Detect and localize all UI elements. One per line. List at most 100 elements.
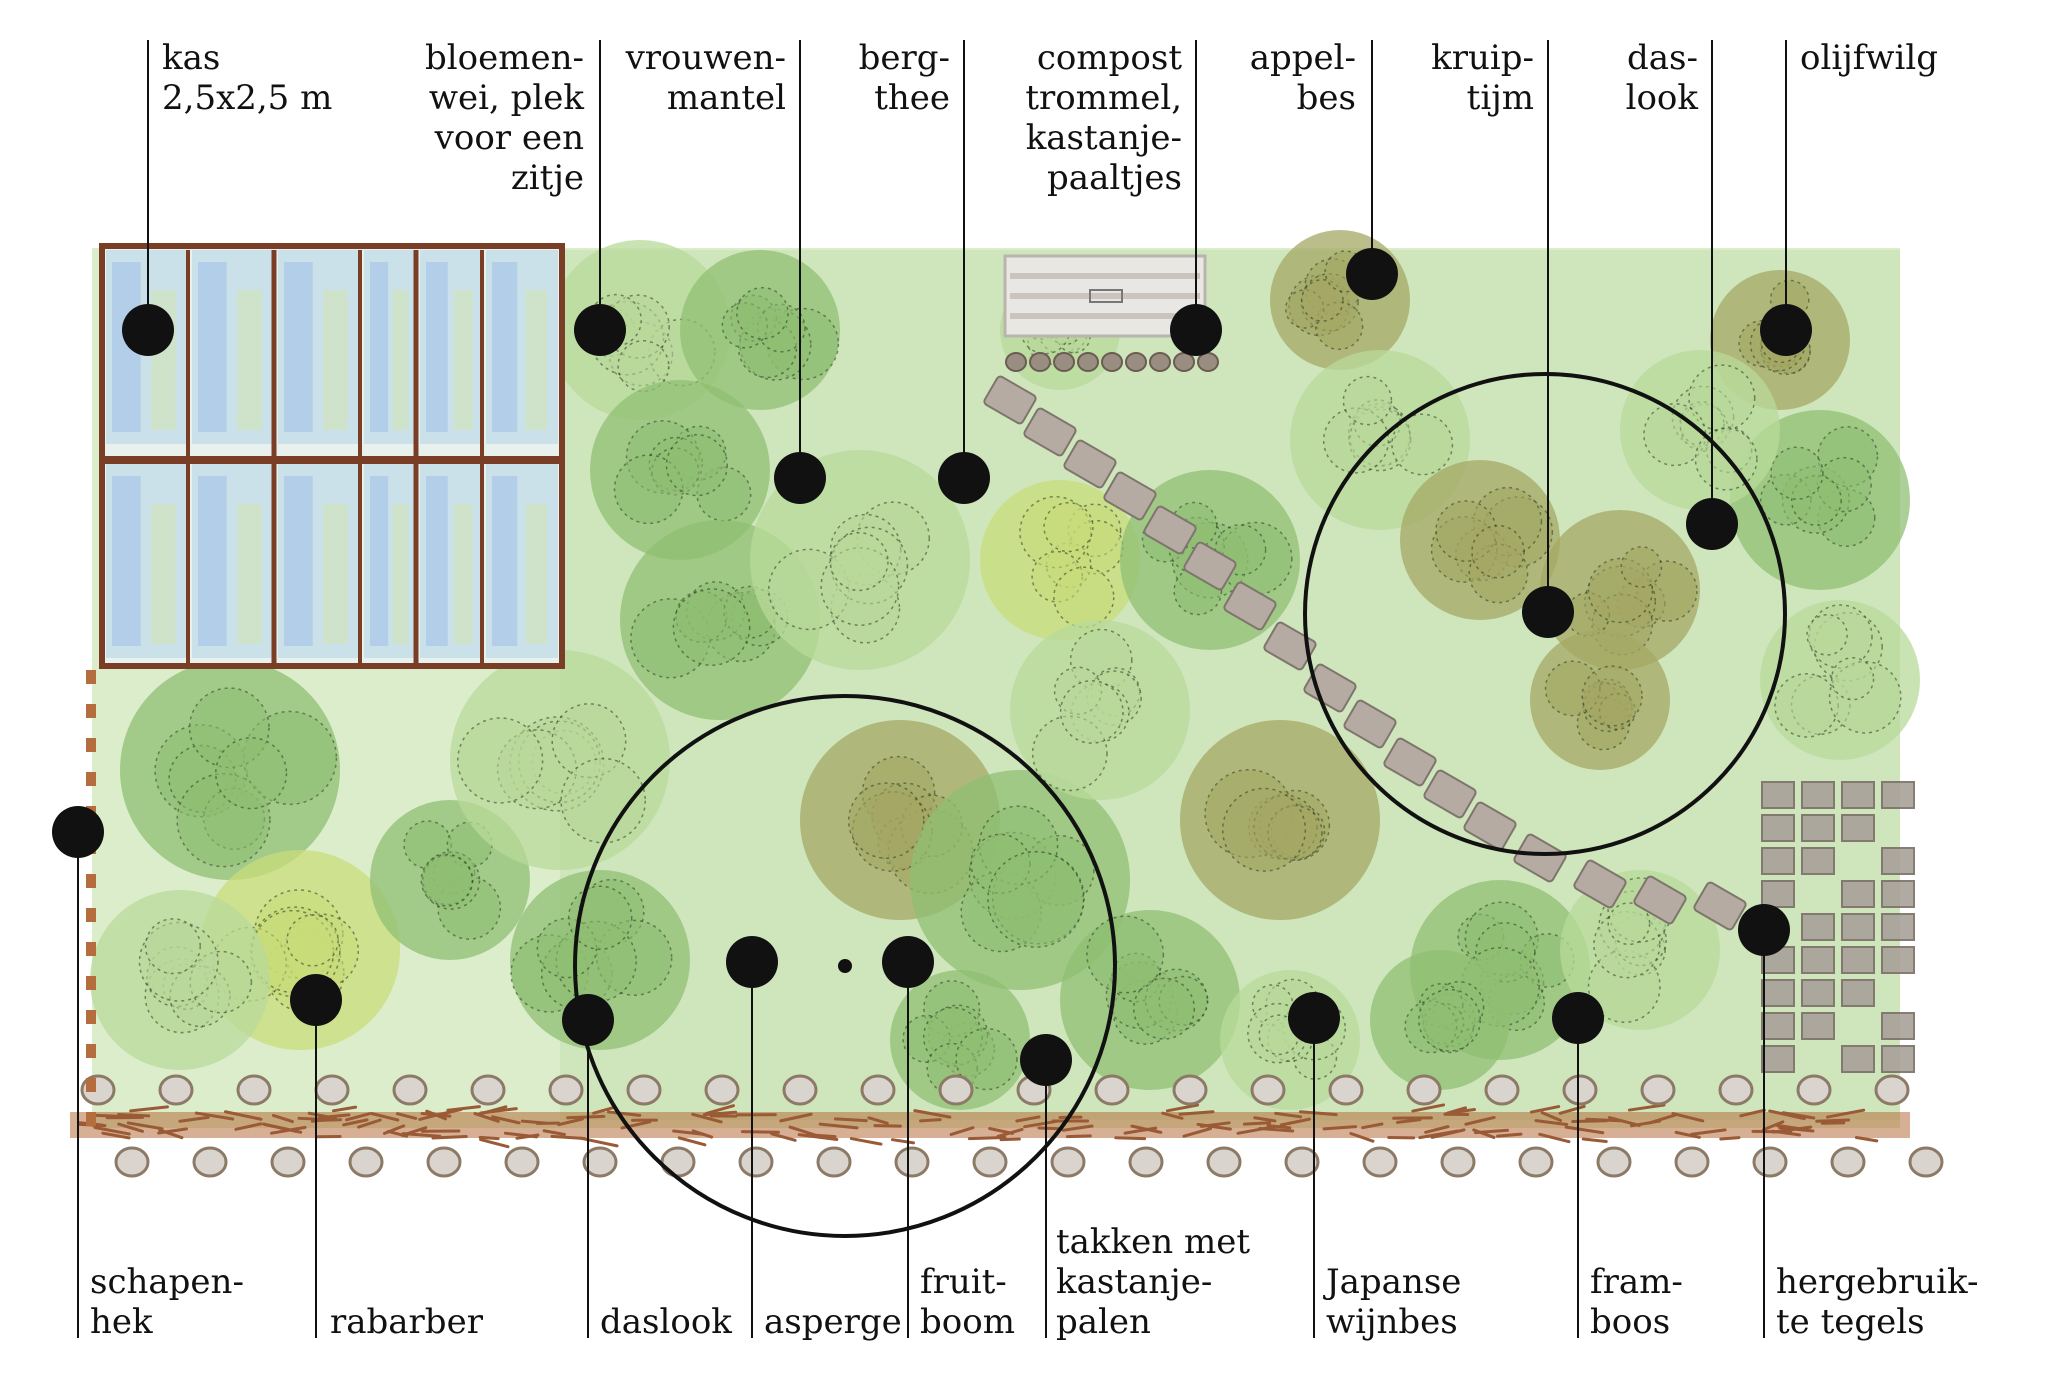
log-stump <box>662 1148 694 1176</box>
reused-tile <box>1762 848 1794 874</box>
branch-stroke <box>921 1120 941 1121</box>
marker-dot <box>1020 1034 1072 1086</box>
label-asperge: asperge <box>764 1302 902 1342</box>
plant-cluster <box>1370 950 1510 1090</box>
branch-stroke <box>1587 1119 1620 1120</box>
log-stump <box>194 1148 226 1176</box>
greenhouse-pane-reflection <box>492 262 517 432</box>
reused-tile <box>1802 815 1834 841</box>
greenhouse-pane-plant <box>323 290 348 430</box>
label-kruiptijm: kruip- tijm <box>1431 38 1534 118</box>
reused-tile <box>1842 980 1874 1006</box>
fence-post <box>86 874 96 888</box>
log-stump <box>1364 1148 1396 1176</box>
fence-post <box>86 670 96 684</box>
greenhouse-pane-plant <box>237 290 262 430</box>
compost-post <box>1102 353 1122 371</box>
log-stump <box>1720 1076 1752 1104</box>
label-tegels: hergebruik- te tegels <box>1776 1262 1978 1342</box>
log-stump <box>1910 1148 1942 1176</box>
reused-tile <box>1802 848 1834 874</box>
greenhouse-pane-plant <box>237 504 262 644</box>
plant-cluster <box>120 660 340 880</box>
reused-tile <box>1802 947 1834 973</box>
log-stump <box>1486 1076 1518 1104</box>
reused-tile <box>1762 815 1794 841</box>
fence-post <box>86 704 96 718</box>
branch-stroke <box>1067 1136 1090 1137</box>
branch-stroke <box>522 1121 545 1123</box>
greenhouse-pane-reflection <box>284 476 313 646</box>
branch-stroke <box>1039 1128 1061 1129</box>
reused-tile <box>1762 782 1794 808</box>
log-stump <box>1754 1148 1786 1176</box>
fence-post <box>86 1010 96 1024</box>
label-japanse-wijnbes: Japanse wijnbes <box>1326 1262 1461 1342</box>
fence-post <box>86 942 96 956</box>
branch-stroke <box>835 1119 866 1121</box>
greenhouse-pane-plant <box>526 504 548 644</box>
branch-stroke <box>679 1138 705 1145</box>
reused-tile <box>1882 881 1914 907</box>
plant-cluster <box>1270 230 1410 370</box>
branch-stroke <box>1244 1123 1269 1124</box>
compost-post <box>1150 353 1170 371</box>
fence-post <box>86 908 96 922</box>
reused-tile <box>1882 947 1914 973</box>
log-stump <box>1876 1076 1908 1104</box>
greenhouse-pane-plant <box>393 290 409 430</box>
log-stump <box>1252 1076 1284 1104</box>
label-kas: kas 2,5x2,5 m <box>162 38 332 118</box>
fence-post <box>86 1044 96 1058</box>
fence-post <box>86 976 96 990</box>
branch-stroke <box>1001 1139 1019 1140</box>
log-stump <box>1208 1148 1240 1176</box>
log-stump <box>1798 1076 1830 1104</box>
label-bergthee: berg- thee <box>859 38 950 118</box>
branch-stroke <box>1497 1134 1520 1136</box>
plant-cluster <box>450 650 670 870</box>
reused-tile <box>1802 782 1834 808</box>
label-compost: compost trommel, kastanje- paaltjes <box>1025 38 1182 198</box>
branch-stroke <box>580 1138 617 1146</box>
reused-tile <box>1842 914 1874 940</box>
log-stump <box>862 1076 894 1104</box>
reused-tile <box>1882 848 1914 874</box>
greenhouse <box>102 246 562 666</box>
greenhouse-pane-reflection <box>426 262 448 432</box>
fence-post <box>86 1112 96 1126</box>
branch-stroke <box>119 1115 149 1116</box>
marker-dot <box>562 994 614 1046</box>
log-stump <box>550 1076 582 1104</box>
greenhouse-pane-plant <box>454 290 473 430</box>
reused-tile <box>1882 1013 1914 1039</box>
marker-dot <box>882 936 934 988</box>
reused-tile <box>1842 1046 1874 1072</box>
label-daslook-bottom: daslook <box>600 1302 732 1342</box>
branch-stroke <box>480 1137 498 1138</box>
log-stump <box>506 1148 538 1176</box>
log-stump <box>974 1148 1006 1176</box>
log-stump <box>1642 1076 1674 1104</box>
branch-stroke <box>1116 1138 1145 1139</box>
greenhouse-pane-plant <box>151 504 176 644</box>
log-stump <box>1174 1076 1206 1104</box>
label-appelbes: appel- bes <box>1250 38 1356 118</box>
reused-tile <box>1882 914 1914 940</box>
marker-dot <box>1522 586 1574 638</box>
greenhouse-pane-plant <box>526 290 548 430</box>
plant-cluster <box>90 890 270 1070</box>
marker-dot <box>1686 498 1738 550</box>
log-stump <box>238 1076 270 1104</box>
marker-dot <box>774 452 826 504</box>
branch-stroke <box>742 1132 778 1133</box>
greenhouse-pane-reflection <box>198 476 227 646</box>
log-stump <box>394 1076 426 1104</box>
greenhouse-pane-reflection <box>370 476 388 646</box>
log-stump <box>940 1076 972 1104</box>
branch-stroke <box>851 1139 881 1145</box>
reused-tile <box>1762 1046 1794 1072</box>
greenhouse-pane-reflection <box>198 262 227 432</box>
